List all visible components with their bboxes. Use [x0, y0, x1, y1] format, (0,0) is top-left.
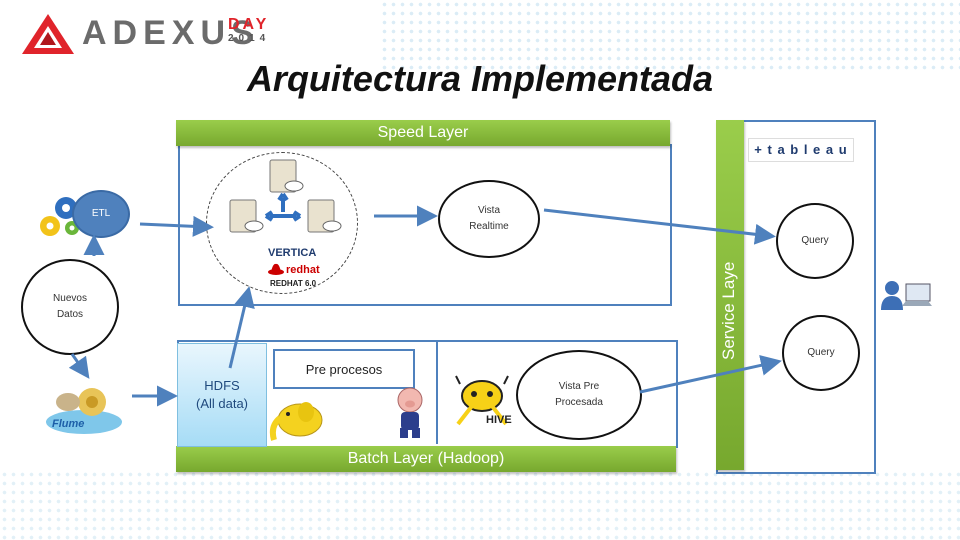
- etl-node: ETL: [72, 190, 130, 238]
- page-title: Arquitectura Implementada: [246, 58, 714, 99]
- arrow-prep-to-query: [639, 354, 782, 394]
- hive-logo-icon: [455, 375, 509, 426]
- adexus-logo-icon: [22, 14, 74, 54]
- background-dots-bottom: [0, 470, 960, 540]
- vista-pre-label-2: Procesada: [555, 397, 603, 408]
- user-laptop-icon: [881, 281, 932, 310]
- arrow-realtime-to-query: [543, 208, 776, 245]
- tableau-logo: + t a b l e a u: [748, 138, 854, 162]
- brand-year: 2014: [228, 33, 271, 44]
- redhat-logo: redhat: [286, 264, 320, 276]
- vista-realtime-label-2: Realtime: [469, 221, 509, 232]
- vista-realtime-label-1: Vista: [477, 205, 501, 216]
- flume-logo-icon: [46, 388, 122, 434]
- query-node-bottom: Query: [782, 315, 860, 391]
- pig-icon: [397, 387, 423, 438]
- hdfs-label-1: HDFS: [204, 378, 240, 393]
- pre-procesos-box: Pre procesos: [273, 349, 415, 389]
- hdfs-box: HDFS (All data): [177, 343, 267, 447]
- nuevos-datos-label-2: Datos: [56, 309, 84, 320]
- batch-layer-divider: [436, 342, 438, 444]
- service-layer-bar: [716, 120, 744, 470]
- server-cluster-icon: [229, 159, 342, 233]
- query-label-top: Query: [801, 235, 829, 246]
- hadoop-elephant-icon: [269, 402, 323, 441]
- brand-name: ADEXUS: [82, 14, 260, 52]
- vertica-logo: VERTICA: [268, 247, 317, 259]
- background-dots-top: [380, 0, 960, 70]
- flume-logo-text: Flume: [52, 418, 85, 430]
- hive-logo-text: HIVE: [486, 414, 512, 426]
- arrow-hdfs-to-cluster: [228, 286, 255, 369]
- brand-day: DAY: [228, 16, 270, 33]
- query-node-top: Query: [776, 203, 854, 279]
- batch-layer-bar: Batch Layer (Hadoop): [176, 446, 676, 472]
- nuevos-datos-label-1: Nuevos: [53, 293, 87, 304]
- arrow-nuevos-to-flume: [68, 353, 90, 379]
- hdfs-label-2: (All data): [195, 396, 249, 411]
- vista-pre-label-1: Vista Pre: [558, 381, 600, 392]
- query-label-bottom: Query: [807, 347, 835, 358]
- etl-label: ETL: [91, 208, 111, 219]
- redhat-version: REDHAT 6.0: [270, 279, 317, 288]
- speed-layer-bar: Speed Layer: [176, 120, 670, 146]
- arrow-etl-to-cluster: [139, 215, 214, 237]
- redhat-hat-icon: [268, 263, 284, 275]
